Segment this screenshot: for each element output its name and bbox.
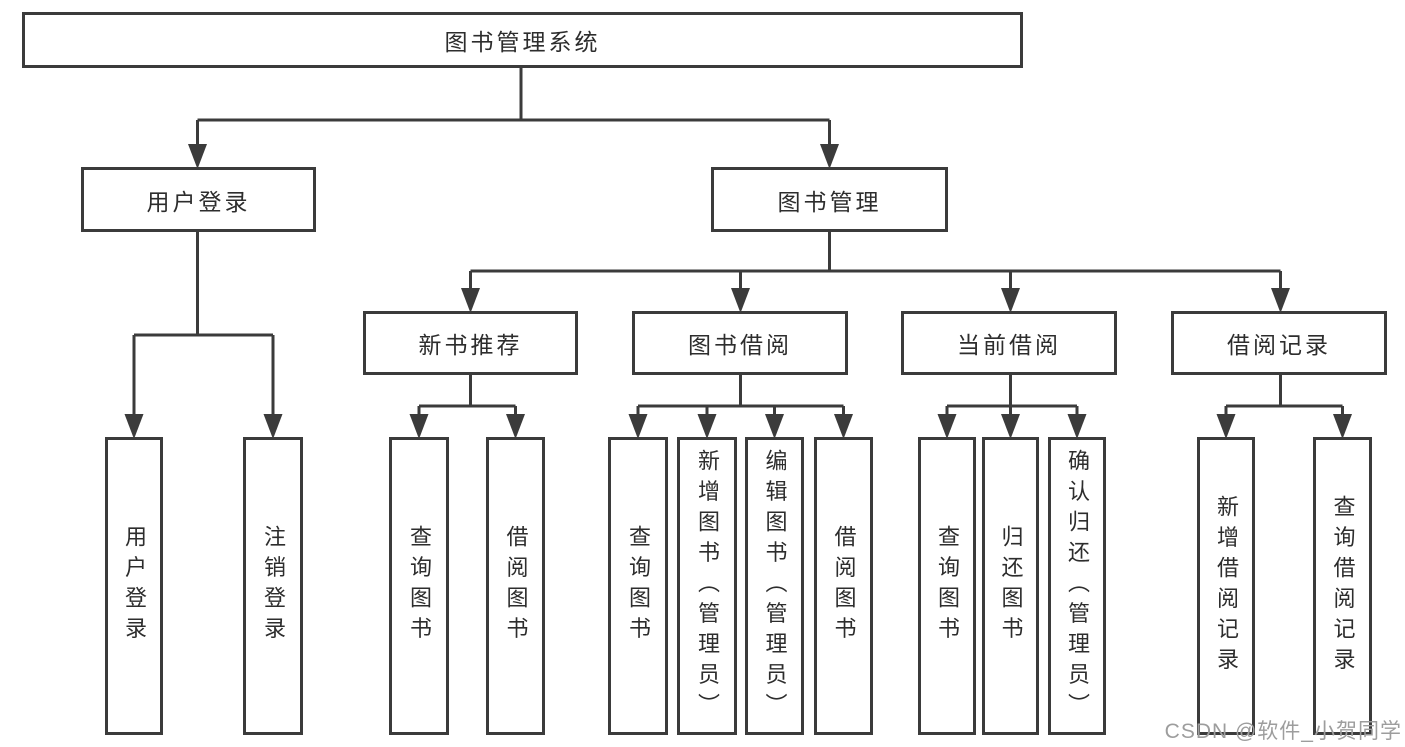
- leaf-query-books-recommend-label: 查询图书: [407, 525, 432, 647]
- leaf-query-borrow-record: 查询借阅记录: [1313, 437, 1372, 735]
- leaf-user-login: 用户登录: [105, 437, 163, 735]
- leaf-borrow-books-label: 借阅图书: [831, 525, 857, 647]
- leaf-edit-books-admin: 编辑图书（管理员）: [745, 437, 804, 735]
- leaf-add-borrow-record: 新增借阅记录: [1197, 437, 1255, 735]
- connector-root: [188, 68, 839, 169]
- leaf-edit-books-admin-label: 编辑图书（管理员）: [762, 448, 788, 724]
- leaf-query-books-current-label: 查询图书: [935, 525, 960, 647]
- leaf-borrow-books-recommend: 借阅图书: [486, 437, 545, 735]
- leaf-query-books-borrowing-label: 查询图书: [626, 525, 651, 647]
- leaf-query-books-borrowing: 查询图书: [608, 437, 668, 735]
- node-book-borrowing: 图书借阅: [632, 311, 848, 375]
- connector-current-borrowing: [937, 374, 1087, 439]
- watermark: CSDN @软件_小贺同学: [1164, 720, 1402, 743]
- leaf-logout-label: 注销登录: [261, 525, 286, 647]
- leaf-confirm-return-admin: 确认归还（管理员）: [1048, 437, 1106, 735]
- leaf-borrow-books-recommend-label: 借阅图书: [503, 525, 529, 647]
- leaf-confirm-return-admin-label: 确认归还（管理员）: [1065, 448, 1090, 724]
- node-user-login: 用户登录: [81, 167, 316, 232]
- leaf-add-borrow-record-label: 新增借阅记录: [1214, 494, 1239, 678]
- leaf-add-books-admin: 新增图书（管理员）: [677, 437, 737, 735]
- connector-new-book: [409, 374, 525, 439]
- node-book-management: 图书管理: [711, 167, 948, 232]
- node-borrowing-records: 借阅记录: [1171, 311, 1387, 375]
- leaf-query-books-current: 查询图书: [918, 437, 976, 735]
- leaf-return-books: 归还图书: [982, 437, 1039, 735]
- node-current-borrowing: 当前借阅: [901, 311, 1117, 375]
- connector-book-management: [461, 232, 1290, 313]
- leaf-query-books-recommend: 查询图书: [389, 437, 449, 735]
- node-library-system: 图书管理系统: [22, 12, 1023, 68]
- node-new-book-recommendation: 新书推荐: [363, 311, 578, 375]
- leaf-add-books-admin-label: 新增图书（管理员）: [695, 448, 720, 724]
- connector-user-login: [124, 232, 283, 439]
- leaf-query-borrow-record-label: 查询借阅记录: [1330, 494, 1356, 678]
- connector-book-borrowing: [628, 374, 853, 439]
- leaf-borrow-books: 借阅图书: [814, 437, 873, 735]
- leaf-logout: 注销登录: [243, 437, 303, 735]
- connector-borrowing-records: [1216, 374, 1352, 439]
- leaf-return-books-label: 归还图书: [998, 525, 1024, 647]
- leaf-user-login-label: 用户登录: [122, 525, 147, 647]
